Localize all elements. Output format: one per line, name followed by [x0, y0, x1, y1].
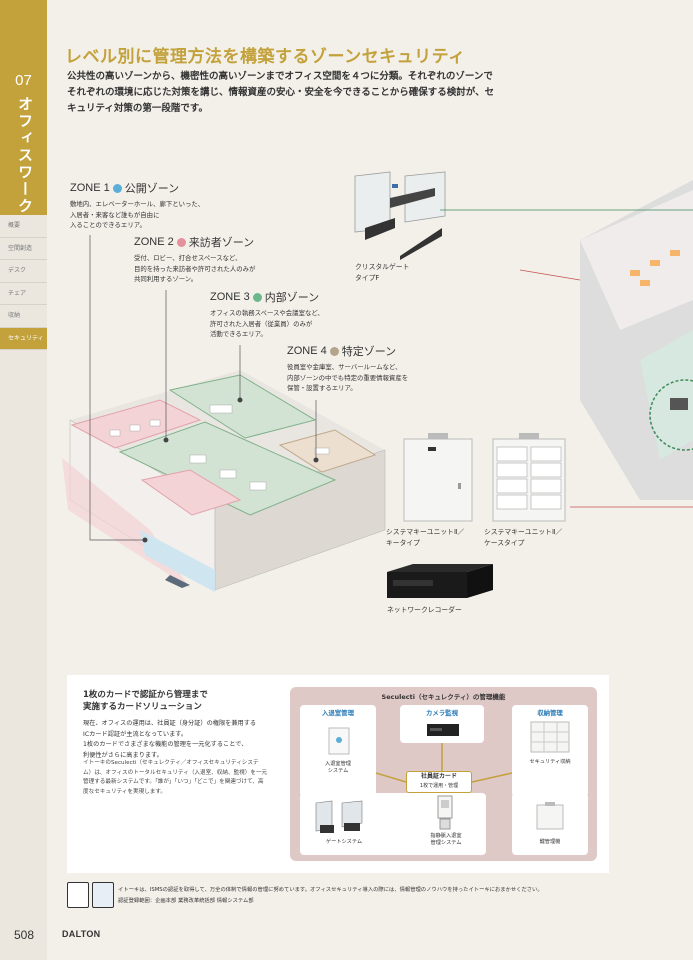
key-manager-icon: [536, 802, 564, 830]
zone-4-desc: 役員室や金庫室、サーバールームなど、内部ゾーンの中でも特定の重要情報資産を保管・…: [287, 363, 409, 392]
isms-certification-logos: [67, 882, 115, 908]
storage-caption: セキュリティ収納: [529, 759, 571, 765]
chapter-tab[interactable]: 07 オフィスワーク: [0, 0, 47, 215]
page-title: レベル別に管理方法を構築するゾーンセキュリティ: [65, 47, 466, 67]
isms-logo-icon: [67, 882, 89, 908]
isms-footer-note: イトーキは、ISMSの認証を取得して、万全の体制で情報の管理に努めています。オフ…: [118, 887, 543, 904]
crystal-gate-image: [354, 171, 446, 260]
card-solution-box: 1枚のカードで認証から管理まで実施するカードソリューション 現在、オフィスの運用…: [67, 675, 609, 873]
zone-1-title: ZONE 1: [70, 182, 110, 194]
seculecti-diagram: Seculecti（セキュレクティ）の管理機能 入退室管理 入退室管理システム …: [290, 687, 597, 861]
side-nav-item-chair[interactable]: チェア: [0, 283, 47, 305]
zone-floor-plan-illustration: [62, 370, 386, 592]
brand-logo: DALTON: [62, 929, 101, 939]
network-recorder-caption: ネットワークレコーダー: [387, 606, 462, 614]
side-nav-item-security[interactable]: セキュリティ: [0, 327, 47, 350]
crystal-gate-caption: クリスタルゲートタイプF: [355, 263, 410, 282]
key-unit-image: [403, 433, 473, 522]
employee-card-title: 社員証カード: [420, 773, 457, 780]
side-nav: 概要 空間創造 デスク チェア 収納 セキュリティ: [0, 215, 47, 350]
side-nav-item-storage[interactable]: 収納: [0, 305, 47, 328]
connector-lines: [440, 209, 693, 508]
camera-panel: カメラ監視: [400, 705, 484, 743]
zone-3-name: 内部ゾーン: [264, 292, 320, 304]
zone-1-name: 公開ゾーン: [124, 183, 180, 195]
gate-caption: ゲートシステム: [325, 839, 363, 845]
chapter-number: 07: [15, 72, 32, 89]
card-solution-heading: 1枚のカードで認証から管理まで実施するカードソリューション: [83, 690, 208, 712]
side-nav-item-space[interactable]: 空間創造: [0, 238, 47, 260]
zone-2: ZONE 2 来訪者ゾーン 受付、ロビー、打合せスペースなど、目的を持った来訪者…: [134, 234, 255, 285]
key-unit-caption: システマキーユニットⅡ／キータイプ: [386, 528, 465, 547]
jqa-logo-icon: [92, 882, 114, 908]
camera-recorder-icon: [427, 724, 459, 736]
zone-2-desc: 受付、ロビー、打合せスペースなど、目的を持った来訪者や許可された人のみが共同利用…: [134, 254, 256, 283]
gate-system-icon: [315, 800, 363, 833]
entry-reader-icon: [328, 727, 350, 755]
zone-4-title: ZONE 4: [287, 345, 327, 357]
zone-2-dot: [176, 237, 186, 247]
diagram-arrows: [375, 743, 513, 783]
zone-4-name: 特定ゾーン: [341, 346, 397, 358]
key-panel: 鍵管理機: [512, 793, 588, 855]
entry-panel: 入退室管理 入退室管理システム: [300, 705, 376, 797]
zone-3-title: ZONE 3: [210, 291, 250, 303]
zone-2-title: ZONE 2: [134, 236, 174, 248]
finger-vein-caption: 指静脈入退室管理システム: [430, 833, 462, 846]
side-nav-item-overview[interactable]: 概要: [0, 215, 47, 238]
chapter-title: オフィスワーク: [16, 96, 34, 215]
key-manager-caption: 鍵管理機: [539, 839, 561, 845]
office-entrance-illustration: [520, 180, 693, 500]
case-unit-image: [492, 433, 566, 522]
zone-1: ZONE 1 公開ゾーン 敷地内、エレベーターホール、廊下といった、入居者・来客…: [70, 180, 204, 231]
security-storage-icon: [530, 721, 570, 753]
sidebar: 07 オフィスワーク 概要 空間創造 デスク チェア 収納 セキュリティ 508: [0, 0, 47, 960]
zone-3: ZONE 3 内部ゾーン オフィスの執務スペースや会議室など、許可された入居者（…: [210, 289, 324, 340]
zone-4-dot: [329, 346, 339, 356]
storage-panel: 収納管理 セキュリティ収納: [512, 705, 588, 797]
side-nav-item-desk[interactable]: デスク: [0, 260, 47, 283]
zone-2-name: 来訪者ゾーン: [188, 237, 255, 249]
case-unit-caption: システマキーユニットⅡ／ケースタイプ: [484, 528, 563, 547]
zone-4: ZONE 4 特定ゾーン 役員室や金庫室、サーバールームなど、内部ゾーンの中でも…: [287, 343, 408, 394]
employee-id-card: 社員証カード 1枚で運用・管理: [406, 771, 472, 793]
camera-panel-label: カメラ監視: [426, 709, 458, 717]
network-recorder-image: [387, 564, 493, 598]
zone-3-desc: オフィスの執務スペースや会議室など、許可された入居者（従業員）のみが活動できるエ…: [210, 309, 324, 338]
zone-1-desc: 敷地内、エレベーターホール、廊下といった、入居者・来客など誰もが自由に入ることの…: [70, 200, 205, 229]
entry-panel-label: 入退室管理: [322, 709, 354, 717]
gate-panel: ゲートシステム 指静脈入退室管理システム: [300, 793, 486, 855]
zone-3-dot: [252, 292, 262, 302]
seculecti-description: イトーキのSeculecti（セキュレクティ／オフィスセキュリティシステム）は、…: [83, 760, 268, 795]
page-number: 508: [14, 928, 35, 942]
storage-panel-label: 収納管理: [537, 709, 563, 717]
intro-text: 公共性の高いゾーンから、機密性の高いゾーンまでオフィス空間を４つに分類。それぞれ…: [67, 71, 495, 114]
zone-1-dot: [112, 183, 122, 193]
entry-caption: 入退室管理システム: [325, 761, 351, 774]
diagram-title: Seculecti（セキュレクティ）の管理機能: [381, 693, 506, 701]
finger-vein-icon: [437, 795, 453, 830]
employee-card-subtitle: 1枚で運用・管理: [419, 783, 459, 789]
